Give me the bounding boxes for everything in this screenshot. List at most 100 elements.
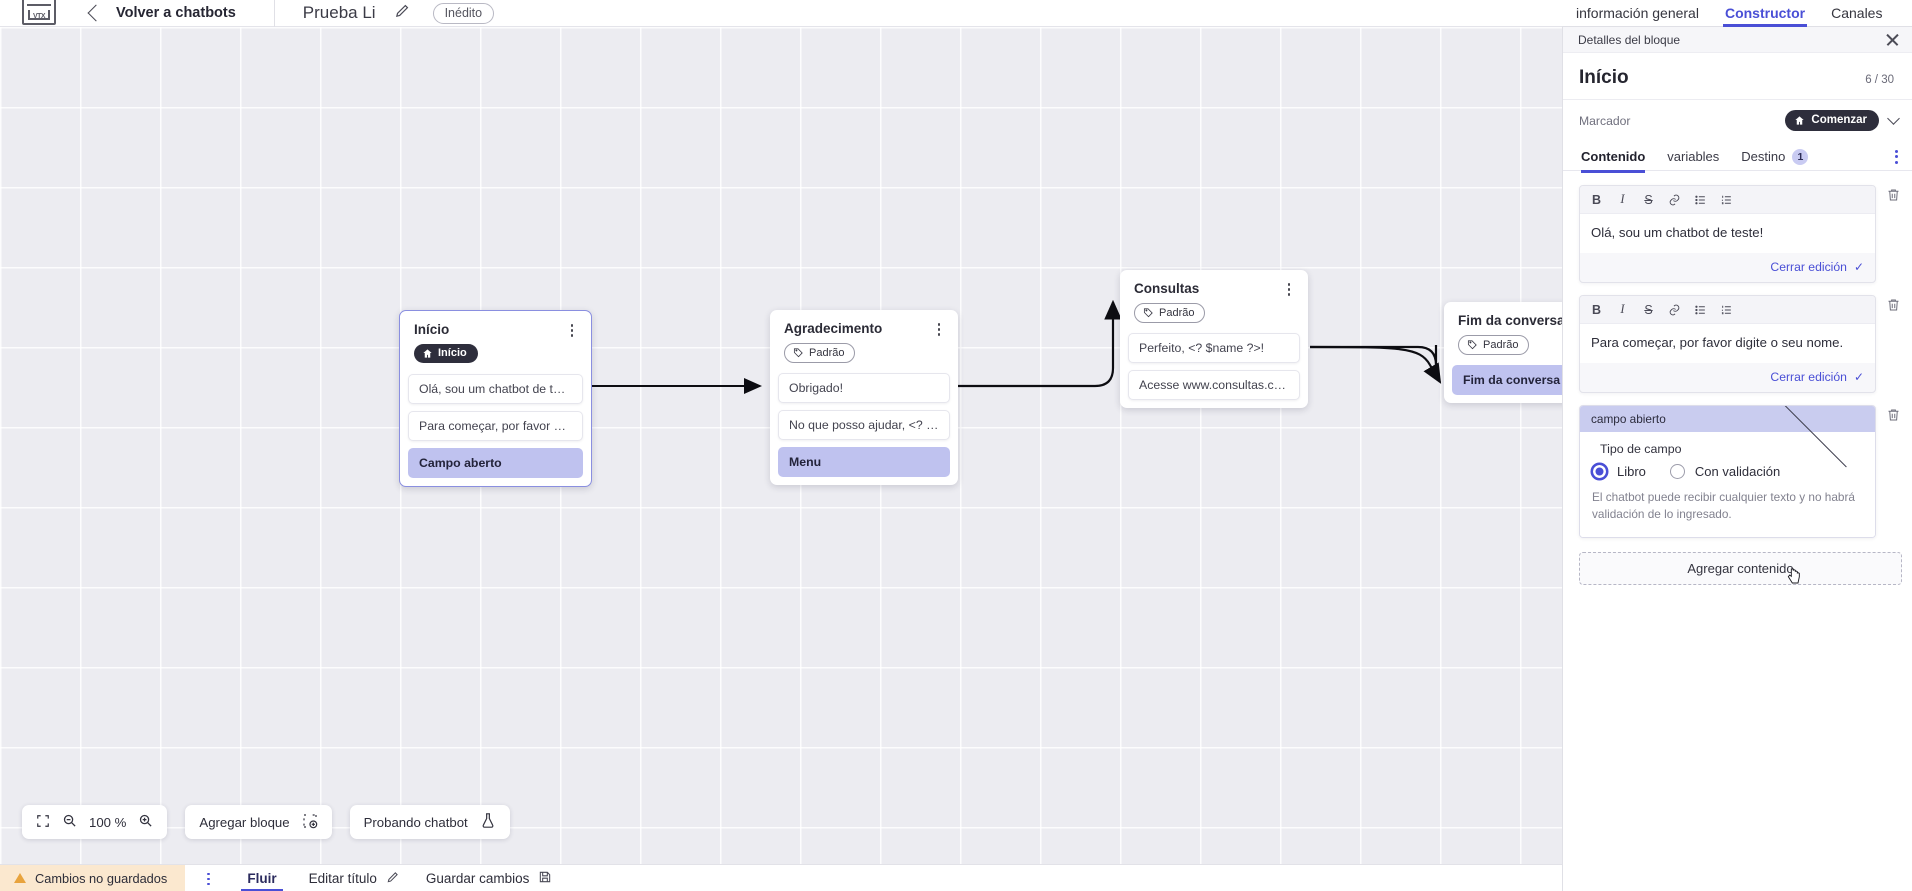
tab-contenido[interactable]: Contenido <box>1581 141 1645 173</box>
node-menu-icon[interactable] <box>565 322 579 337</box>
node-row[interactable]: Para começar, por favor digite o ... <box>408 410 583 441</box>
radio-libro-label: Libro <box>1617 464 1646 480</box>
node-row-action[interactable]: Fim da conversa <box>1452 365 1562 395</box>
marker-pill-label: Comenzar <box>1811 114 1867 126</box>
node-rows: Olá, sou um chatbot de teste! Para começ… <box>400 373 591 478</box>
pencil-icon <box>386 870 400 887</box>
radio-libro[interactable] <box>1592 464 1607 480</box>
zoom-out-icon[interactable] <box>62 813 77 831</box>
content-block: B I S Olá, sou um chatbot de teste! Cer <box>1579 185 1902 284</box>
block-count: 6 / 30 <box>1865 74 1894 86</box>
trash-icon[interactable] <box>1884 297 1902 313</box>
italic-icon[interactable]: I <box>1620 192 1625 206</box>
tag-default: Padrão <box>784 343 856 363</box>
check-icon[interactable]: ✓ <box>1853 370 1864 385</box>
save-changes-label: Guardar cambios <box>425 870 530 886</box>
node-header: Consultas <box>1120 270 1308 296</box>
add-block-label: Agregar bloque <box>199 814 290 830</box>
close-icon[interactable] <box>1885 32 1900 47</box>
strikethrough-icon[interactable]: S <box>1644 302 1653 317</box>
back-chevron-icon[interactable] <box>87 4 105 22</box>
node-row[interactable]: Acesse www.consultas.com par... <box>1128 370 1300 400</box>
tab-canales[interactable]: Canales <box>1831 5 1883 21</box>
node-tags: Padrão <box>1444 328 1562 355</box>
strikethrough-icon[interactable]: S <box>1644 192 1653 207</box>
panel-tabs-kebab-icon[interactable] <box>1895 149 1898 164</box>
node-menu-icon[interactable] <box>932 321 946 336</box>
rich-text-editor[interactable]: B I S Olá, sou um chatbot de teste! Cer <box>1579 185 1876 284</box>
rich-text-editor[interactable]: B I S Para começar, por favor digite o s… <box>1579 295 1876 394</box>
edit-title-label: Editar título <box>308 870 377 886</box>
numbered-list-icon[interactable] <box>1720 302 1733 317</box>
tab-constructor[interactable]: Constructor <box>1723 0 1807 27</box>
node-header: Fim da conversa <box>1444 302 1562 328</box>
flow-node-agradecimento[interactable]: Agradecimento Padrão Obrigado! No que po… <box>770 310 958 485</box>
editor-content[interactable]: Olá, sou um chatbot de teste! <box>1580 214 1875 254</box>
add-content-button[interactable]: Agregar contenido <box>1579 552 1902 586</box>
numbered-list-icon[interactable] <box>1720 192 1733 207</box>
zoom-controls[interactable]: 100 % <box>22 805 168 839</box>
pencil-icon[interactable] <box>394 2 411 24</box>
field-card-header[interactable]: campo abierto <box>1580 406 1875 473</box>
panel-header-label: Detalles del bloque <box>1578 32 1681 47</box>
node-rows: Perfeito, <? $name ?>! Acesse www.consul… <box>1120 333 1308 400</box>
editor-toolbar: B I S <box>1580 186 1875 214</box>
back-to-chatbots-link[interactable]: Volver a chatbots <box>116 5 236 21</box>
bullet-list-icon[interactable] <box>1694 302 1707 317</box>
node-row-action[interactable]: Campo aberto <box>408 447 583 478</box>
bottom-kebab-icon[interactable] <box>201 871 215 886</box>
edit-title-button[interactable]: Editar título <box>309 865 400 891</box>
tab-destino[interactable]: Destino 1 <box>1741 141 1809 173</box>
save-disk-icon <box>538 870 552 887</box>
node-title: Consultas <box>1134 281 1200 296</box>
link-icon[interactable] <box>1668 302 1681 317</box>
panel-title-row: Início 6 / 30 <box>1563 53 1912 100</box>
bold-icon[interactable]: B <box>1591 302 1602 317</box>
add-block-button[interactable]: Agregar bloque <box>185 805 332 839</box>
panel-body: B I S Olá, sou um chatbot de teste! Cer <box>1563 171 1912 539</box>
flow-node-fim-da-conversa[interactable]: Fim da conversa Padrão Fim da conversa <box>1444 302 1562 403</box>
close-edit-link[interactable]: Cerrar edición <box>1770 370 1847 385</box>
fit-screen-icon[interactable] <box>36 814 50 831</box>
zoom-level: 100 % <box>89 814 127 830</box>
close-edit-link[interactable]: Cerrar edición <box>1770 260 1847 275</box>
node-row[interactable]: Perfeito, <? $name ?>! <box>1128 333 1300 363</box>
link-icon[interactable] <box>1668 192 1681 207</box>
field-type-label: Tipo de campo <box>1600 442 1682 457</box>
header-divider <box>273 0 275 27</box>
flow-canvas[interactable]: Início Início Olá, sou um chatbot de tes… <box>0 27 1562 864</box>
radio-con-validacion[interactable] <box>1669 464 1685 480</box>
bottom-tab-fluir[interactable]: Fluir <box>241 865 282 891</box>
flow-node-inicio[interactable]: Início Início Olá, sou um chatbot de tes… <box>399 310 592 487</box>
node-row[interactable]: Obrigado! <box>778 373 950 403</box>
node-rows: Obrigado! No que posso ajudar, <? $name … <box>770 373 958 477</box>
bold-icon[interactable]: B <box>1591 192 1602 207</box>
node-row-action[interactable]: Menu <box>778 447 950 477</box>
tab-variables[interactable]: variables <box>1667 141 1719 173</box>
tag-default-label: Padrão <box>809 346 845 359</box>
check-icon[interactable]: ✓ <box>1853 260 1864 275</box>
node-header: Início <box>400 311 591 337</box>
marker-pill[interactable]: Comenzar <box>1785 110 1879 131</box>
content-block: B I S Para começar, por favor digite o s… <box>1579 295 1902 394</box>
tag-default: Padrão <box>1458 335 1530 355</box>
test-chatbot-button[interactable]: Probando chatbot <box>349 805 510 839</box>
unsaved-changes-label: Cambios no guardados <box>35 870 168 886</box>
node-menu-icon[interactable] <box>1282 281 1296 296</box>
editor-content[interactable]: Para começar, por favor digite o seu nom… <box>1580 324 1875 364</box>
tab-informacion-general[interactable]: información general <box>1576 5 1699 21</box>
node-row[interactable]: No que posso ajudar, <? $name ... <box>778 410 950 440</box>
node-row[interactable]: Olá, sou um chatbot de teste! <box>408 373 583 404</box>
tag-start: Início <box>414 344 478 363</box>
bullet-list-icon[interactable] <box>1694 192 1707 207</box>
trash-icon[interactable] <box>1884 407 1902 423</box>
italic-icon[interactable]: I <box>1620 302 1625 317</box>
panel-header: Detalles del bloque <box>1563 27 1912 53</box>
tag-default-label: Padrão <box>1483 338 1519 351</box>
tag-default: Padrão <box>1134 303 1206 323</box>
zoom-in-icon[interactable] <box>138 813 153 831</box>
flow-node-consultas[interactable]: Consultas Padrão Perfeito, <? $name ?>! … <box>1120 270 1308 408</box>
trash-icon[interactable] <box>1884 187 1902 203</box>
save-changes-button[interactable]: Guardar cambios <box>426 865 553 891</box>
chevron-down-icon[interactable] <box>1887 112 1900 125</box>
